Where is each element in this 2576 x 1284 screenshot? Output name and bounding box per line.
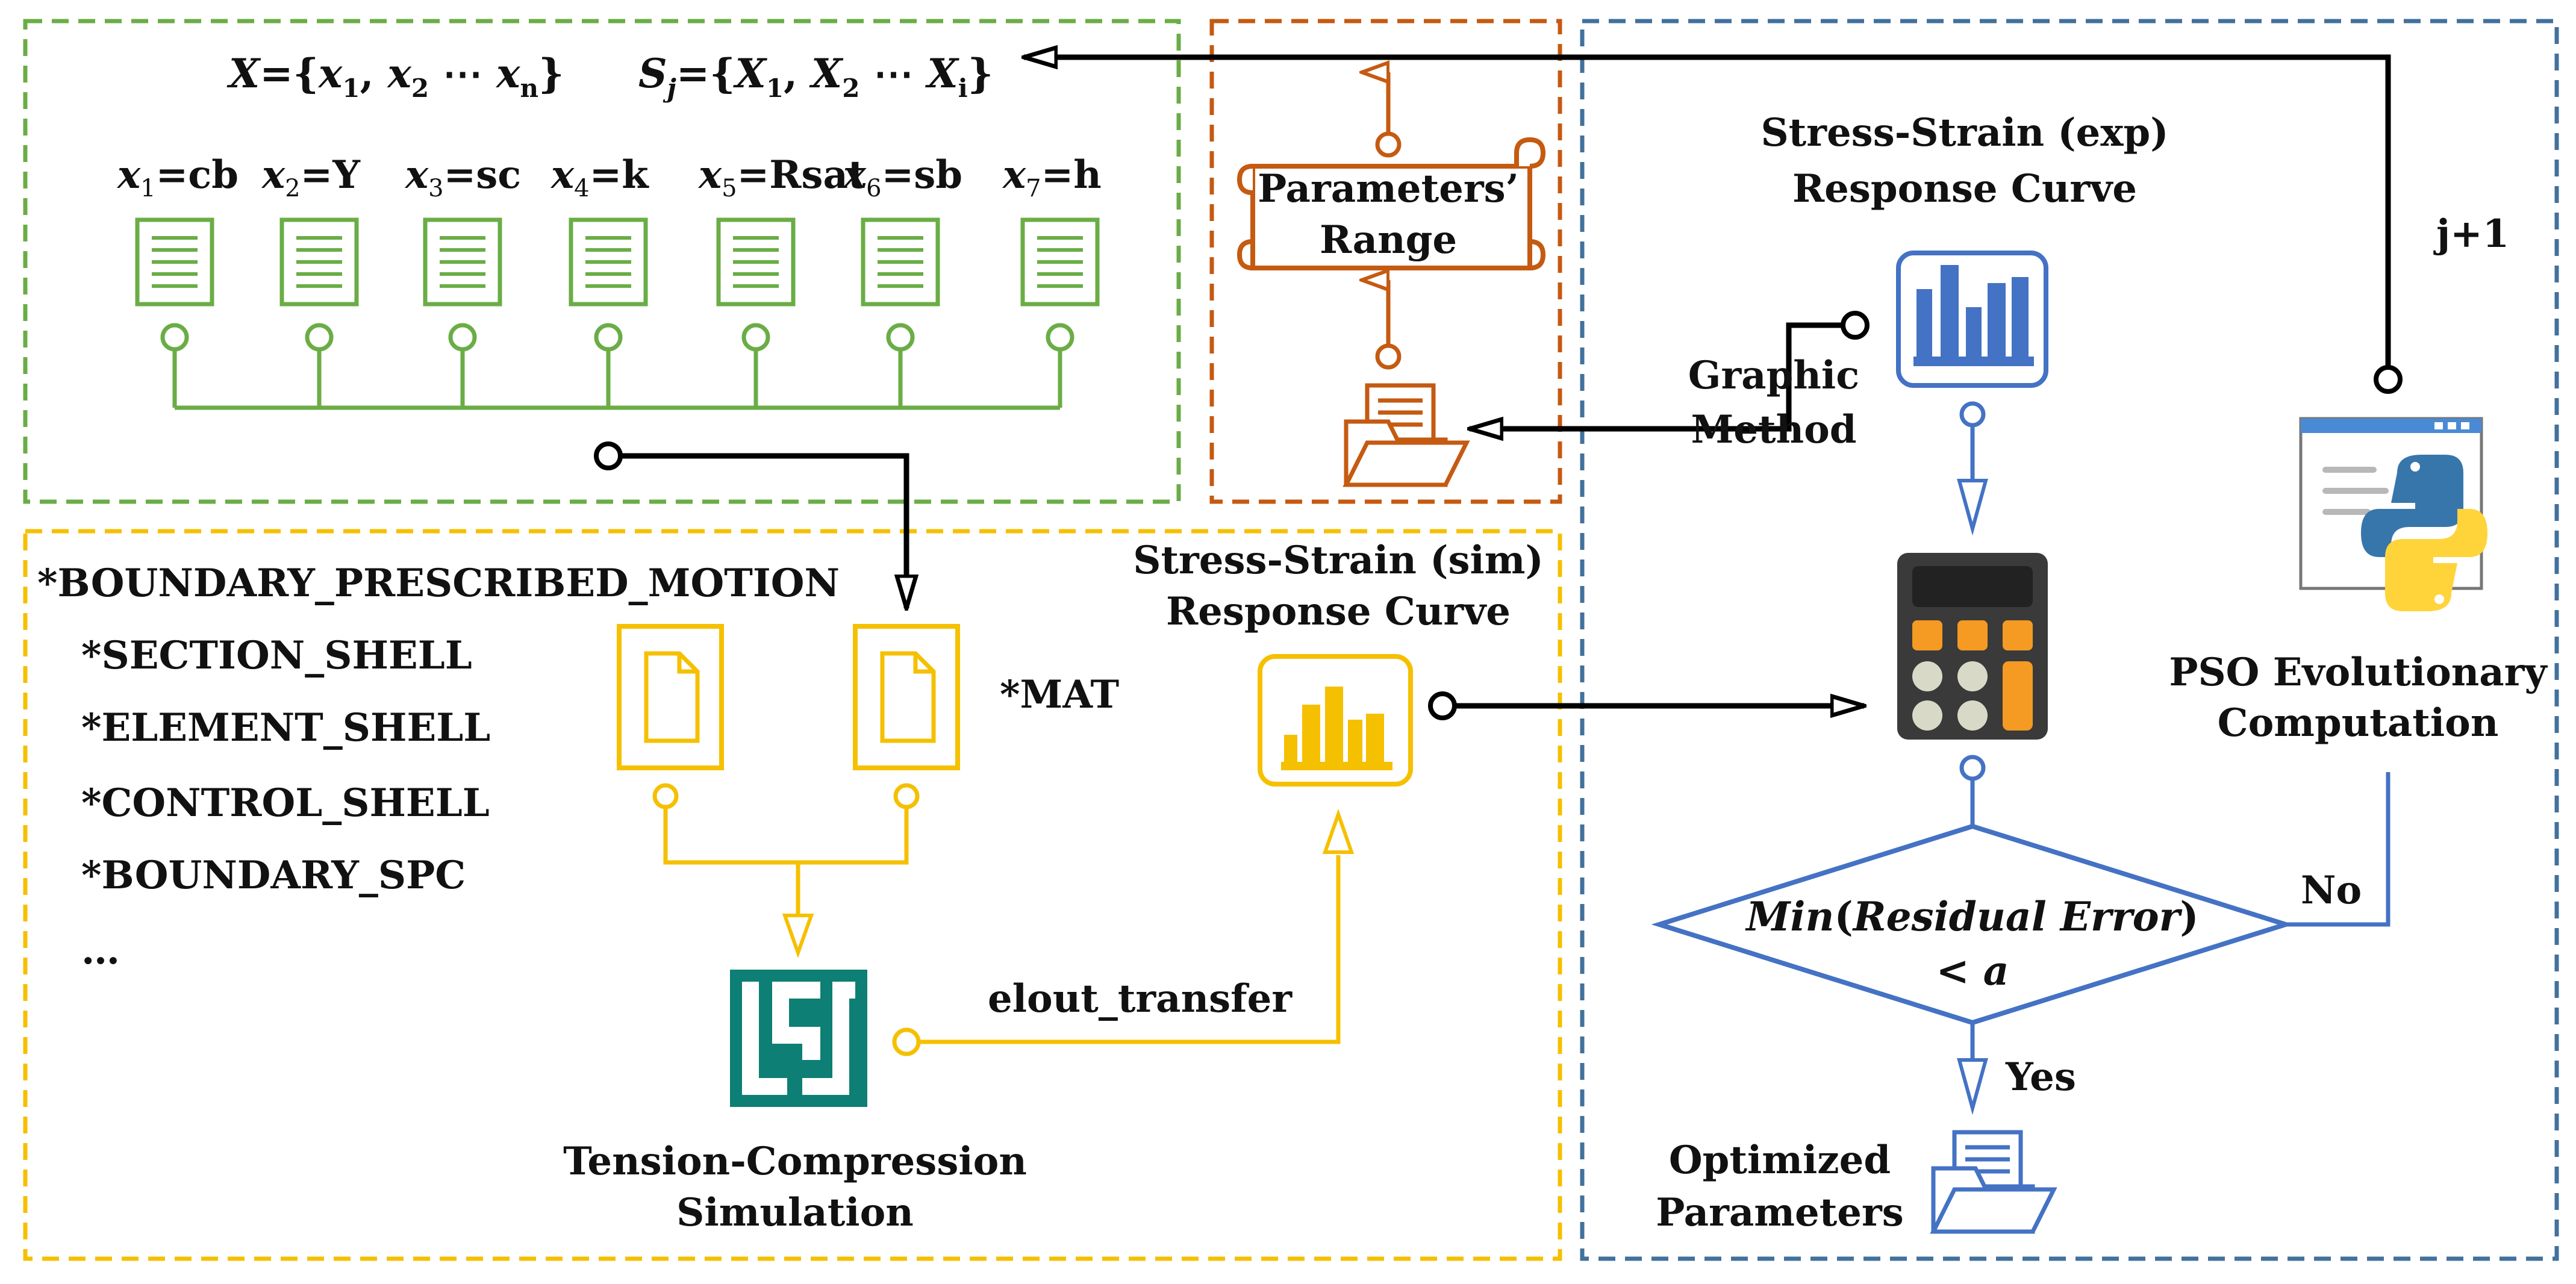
graphic-method-line2: Method [1691, 407, 1856, 452]
range-top-node [1375, 131, 1402, 158]
bar-chart-icon [1258, 654, 1413, 787]
no-branch-line [2286, 772, 2390, 927]
parameter-label: x3=sc [404, 152, 521, 202]
yes-branch-arrowhead [1957, 1058, 1988, 1115]
parameter-label: x5=Rsat [697, 152, 866, 202]
parameter-label: x2=Y [261, 152, 361, 202]
file-icon [617, 624, 724, 770]
lsdyna-logo-icon [730, 970, 867, 1107]
range-label-line2: Range [1320, 217, 1457, 263]
graphic-method-line1: Graphic [1688, 353, 1859, 398]
pso-output-node [2374, 365, 2403, 394]
mat-file-icon [853, 624, 960, 770]
keyword-list: *BOUNDARY_PRESCRIBED_MOTION *SECTION_SHEL… [37, 561, 840, 973]
keyword-item: *SECTION_SHELL [81, 633, 472, 678]
pso-label-line1: PSO Evolutionary [2169, 650, 2548, 695]
exp-curve-line2: Response Curve [1792, 166, 2137, 211]
sim-curve-output-node [1428, 691, 1457, 720]
keyword-item: *CONTROL_SHELL [81, 781, 490, 826]
no-label: No [2301, 868, 2362, 913]
parameter-label: x1=cb [116, 152, 239, 202]
yes-label: Yes [2005, 1055, 2076, 1100]
sim-curve-line1: Stress-Strain (sim) [1133, 538, 1544, 583]
range-region-border [1209, 19, 1562, 504]
merge-to-solver-arrowhead [782, 914, 814, 958]
mat-label: *MAT [1000, 672, 1119, 717]
pso-label-line2: Computation [2218, 700, 2499, 746]
iteration-label: j+1 [2433, 211, 2509, 257]
document-icon [716, 217, 796, 408]
exp-curve-line1: Stress-Strain (exp) [1760, 110, 2168, 155]
parameter-vector-x: X={x1, x2 ⋯ xn} [226, 50, 564, 103]
decision-line2: < a [1936, 947, 2009, 994]
calculator-icon [1897, 553, 2048, 740]
calc-output-node [1959, 755, 1986, 781]
keyword-item: *BOUNDARY_PRESCRIBED_MOTION [37, 561, 840, 606]
feedback-loop-arrow [1024, 57, 2391, 367]
folder-top-node [1375, 343, 1402, 370]
folder-icon [1343, 383, 1470, 487]
optimized-folder-icon [1930, 1130, 2057, 1234]
swarm-set-s: Sj={X1, X2 ⋯ Xi} [638, 50, 993, 103]
simulation-label-line2: Simulation [676, 1190, 914, 1235]
document-icon [423, 217, 502, 408]
optimized-label-line2: Parameters [1656, 1190, 1904, 1235]
elout-transfer-label: elout_transfer [988, 976, 1293, 1021]
document-icon [279, 217, 359, 408]
decision-line1: Min(Residual Error) [1745, 893, 2198, 940]
optimization-region-border [1580, 19, 2559, 1261]
bus-output-node [594, 441, 623, 470]
parameter-label: x6=sb [842, 152, 962, 202]
optimized-label-line1: Optimized [1669, 1138, 1891, 1183]
elout-transfer-arrowhead [1322, 808, 1355, 854]
simulation-region-border [23, 529, 1562, 1261]
file-merge-connector [663, 807, 909, 865]
scroll-icon [1237, 137, 1546, 270]
bus-to-mat-arrow [620, 453, 906, 608]
keyword-item: *BOUNDARY_SPC [81, 853, 466, 898]
mat-file-node [893, 783, 920, 809]
sim-curve-line2: Response Curve [1166, 589, 1511, 634]
range-label-line1: Parameters’ [1258, 166, 1519, 211]
elout-transfer-connector [918, 855, 1341, 1044]
keyword-item: *ELEMENT_SHELL [81, 705, 490, 750]
document-icon [569, 217, 648, 408]
exp-curve-output-node [1841, 311, 1870, 340]
exp-bar-chart-icon [1896, 251, 2048, 388]
parameter-label: x4=k [550, 152, 649, 202]
document-icon [861, 217, 940, 408]
exp-to-calc-arrowhead [1957, 479, 1988, 536]
parameter-label: x7=h [1002, 152, 1102, 202]
simulation-label-line1: Tension-Compression [563, 1139, 1027, 1184]
keyword-file-node [652, 783, 679, 809]
document-icon [135, 217, 214, 408]
python-window-icon [2299, 417, 2487, 611]
graphic-method-arrow [1470, 322, 1843, 429]
document-icon [1020, 217, 1100, 408]
solver-output-node [892, 1027, 921, 1056]
exp-curve-bottom-node [1959, 401, 1986, 428]
parameter-region-border [23, 19, 1181, 504]
keyword-item: … [81, 928, 120, 973]
